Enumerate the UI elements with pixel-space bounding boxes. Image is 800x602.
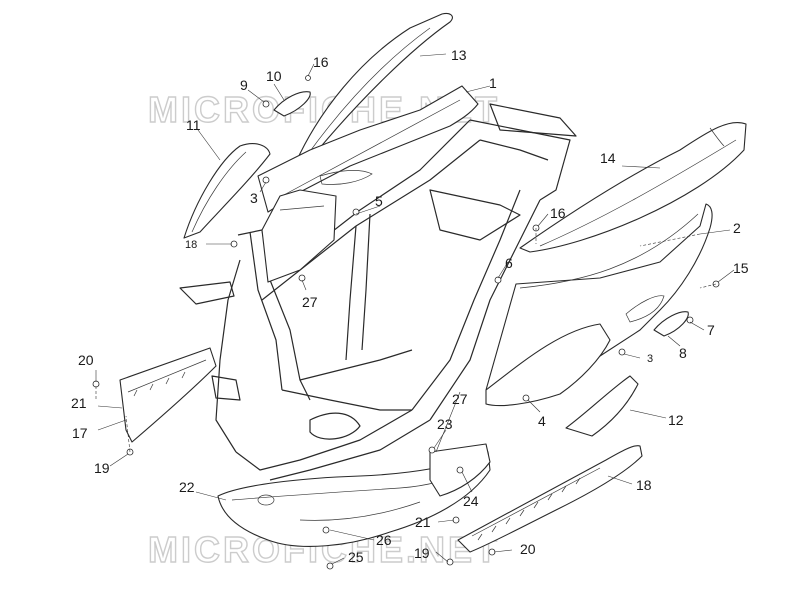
callout-labels: 1 2 3 3 4 5 6 7 8 9 10 11 12 13 14 15 16… <box>71 47 749 565</box>
part-upper-trim <box>295 12 453 169</box>
callout-19: 19 <box>94 460 110 476</box>
callout-4: 4 <box>538 413 546 429</box>
part-emblem-plate-left <box>273 91 311 117</box>
callout-16: 16 <box>313 54 329 70</box>
part-left-side-rail <box>119 347 217 443</box>
callout-26: 26 <box>376 532 392 548</box>
callout-18-front: 18 <box>185 239 197 251</box>
callout-18: 18 <box>636 477 652 493</box>
callout-25: 25 <box>348 549 364 565</box>
callout-22: 22 <box>179 479 195 495</box>
callout-16-rear: 16 <box>550 205 566 221</box>
part-left-front-cover <box>183 143 271 239</box>
callout-27: 27 <box>302 294 318 310</box>
callout-13: 13 <box>451 47 467 63</box>
callout-6: 6 <box>505 255 513 271</box>
callout-27-lower: 27 <box>452 391 468 407</box>
callout-21-lower: 21 <box>415 514 431 530</box>
part-emblem-plate <box>653 311 689 337</box>
callout-2: 2 <box>733 220 741 236</box>
callout-7: 7 <box>707 322 715 338</box>
callout-11: 11 <box>186 117 201 133</box>
callout-20-lower: 20 <box>520 541 536 557</box>
part-footrest-rail <box>457 445 643 553</box>
leader-lines <box>95 53 735 565</box>
callout-3: 3 <box>250 190 258 206</box>
part-center-cover <box>257 85 479 213</box>
callout-12: 12 <box>668 412 684 428</box>
callout-24: 24 <box>463 493 479 509</box>
callout-3-rear: 3 <box>647 353 653 365</box>
callout-10: 10 <box>266 68 282 84</box>
callout-15: 15 <box>733 260 749 276</box>
callout-1: 1 <box>489 75 497 91</box>
part-rear-upper-cover <box>519 122 747 253</box>
callout-20: 20 <box>78 352 94 368</box>
part-rear-lower-panel <box>485 323 611 407</box>
callout-19-lower: 19 <box>414 545 430 561</box>
part-footrest-trim <box>565 375 639 437</box>
callout-21: 21 <box>71 395 87 411</box>
callout-17: 17 <box>72 425 88 441</box>
callout-23: 23 <box>437 416 453 432</box>
callout-8: 8 <box>679 345 687 361</box>
part-left-inner-panel <box>261 189 337 283</box>
part-frame <box>179 103 577 481</box>
callout-14: 14 <box>600 150 616 166</box>
callout-9: 9 <box>240 77 248 93</box>
callout-5: 5 <box>375 193 383 209</box>
